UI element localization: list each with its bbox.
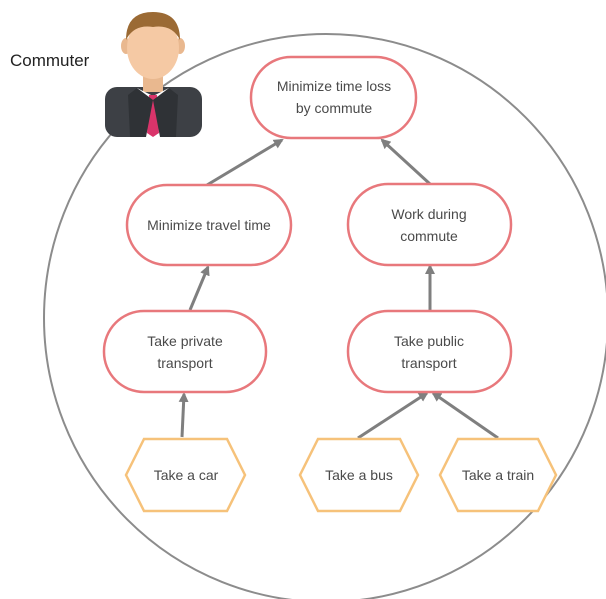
actor-label: Commuter bbox=[10, 51, 90, 70]
link-take-car-to-take-private-transport bbox=[178, 392, 189, 438]
goal-minimize-travel-time: Minimize travel time bbox=[125, 183, 293, 267]
goal-work-during-commute: Work during commute bbox=[346, 182, 513, 267]
goal-label: transport bbox=[157, 355, 212, 371]
goal-label: Take private bbox=[147, 333, 223, 349]
link-take-bus-to-take-public-transport bbox=[357, 391, 429, 440]
task-label: Take a car bbox=[154, 467, 219, 483]
task-label: Take a bus bbox=[325, 467, 393, 483]
link-minimize-travel-time-to-minimize-time-loss bbox=[206, 138, 284, 187]
goal-label: by commute bbox=[296, 100, 372, 116]
actor-boundary bbox=[43, 33, 606, 599]
task-take-train: Take a train bbox=[438, 437, 558, 513]
goal-label: Minimize travel time bbox=[147, 217, 271, 233]
goal-take-public-transport: Take public transport bbox=[346, 309, 513, 394]
goal-label: transport bbox=[401, 355, 456, 371]
goal-label: Take public bbox=[394, 333, 464, 349]
task-take-car: Take a car bbox=[124, 437, 247, 513]
task-take-bus: Take a bus bbox=[298, 437, 420, 513]
goal-label: Minimize time loss bbox=[277, 78, 391, 94]
link-work-during-commute-to-minimize-time-loss bbox=[380, 138, 432, 186]
goal-take-private-transport: Take private transport bbox=[102, 309, 268, 394]
goal-label: commute bbox=[400, 228, 458, 244]
goal-label: Work during bbox=[391, 206, 466, 222]
businessman-icon bbox=[105, 12, 202, 137]
task-label: Take a train bbox=[462, 467, 534, 483]
goal-minimize-time-loss: Minimize time loss by commute bbox=[249, 55, 418, 140]
link-take-private-transport-to-minimize-travel-time bbox=[188, 265, 210, 311]
link-take-train-to-take-public-transport bbox=[431, 391, 499, 440]
